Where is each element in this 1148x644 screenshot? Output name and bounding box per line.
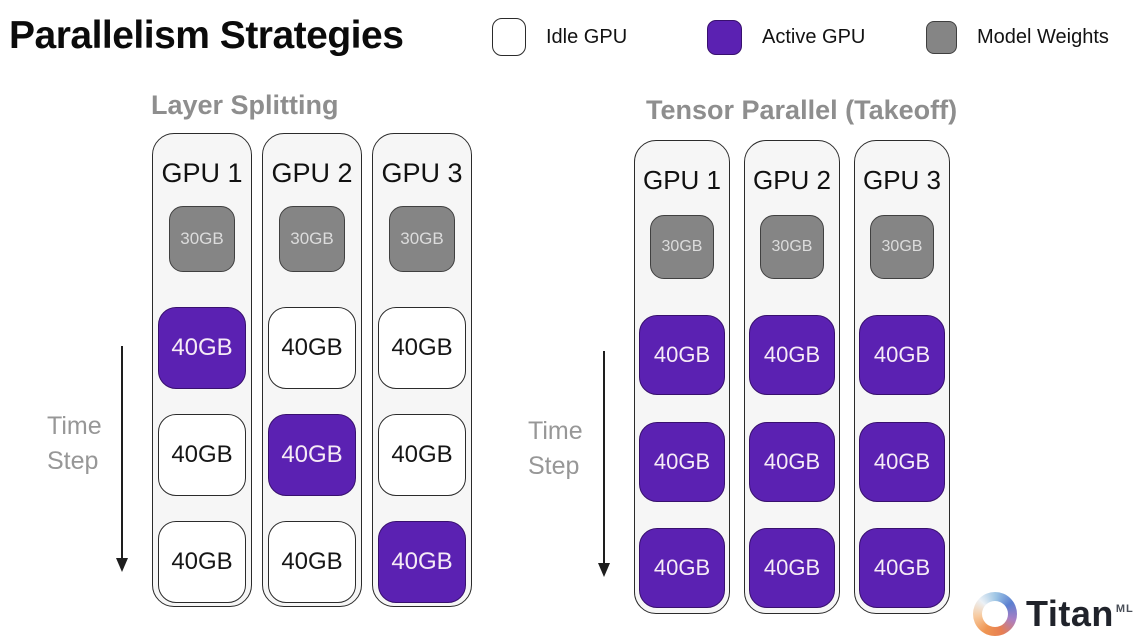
time-step-line2: Step <box>47 447 99 475</box>
model-weights-swatch-icon <box>926 20 957 54</box>
gpu-memory-slot: 40GB <box>268 414 356 496</box>
legend-item-active: Active GPU <box>707 16 865 58</box>
gpu-column: GPU 1 30GB 40GB 40GB 40GB <box>634 140 730 614</box>
gpu-memory-slot: 40GB <box>639 422 725 502</box>
time-step-line1: Time <box>528 417 583 445</box>
gpu-label: GPU 2 <box>752 165 832 195</box>
gpu-memory-slot: 40GB <box>749 315 835 395</box>
legend-item-idle: Idle GPU <box>492 16 627 58</box>
arrow-down-icon <box>598 563 610 577</box>
gpu-memory-slot: 40GB <box>378 521 466 603</box>
gpu-label: GPU 1 <box>161 158 243 188</box>
gpu-label: GPU 1 <box>642 165 722 195</box>
gpu-memory-slot: 40GB <box>639 528 725 608</box>
model-weights-box: 30GB <box>650 215 714 279</box>
model-weights-box: 30GB <box>389 206 455 272</box>
time-arrow-line <box>603 351 605 565</box>
gpu-column: GPU 3 30GB 40GB 40GB 40GB <box>854 140 950 614</box>
logo-superscript: ML <box>1115 603 1134 615</box>
active-gpu-swatch-icon <box>707 19 742 55</box>
gpu-label: GPU 2 <box>271 158 353 188</box>
gpu-memory-slot: 40GB <box>639 315 725 395</box>
gpu-memory-slot: 40GB <box>158 307 246 389</box>
legend-label: Active GPU <box>762 25 866 48</box>
gpu-memory-slot: 40GB <box>158 521 246 603</box>
legend-item-model-weights: Model Weights <box>926 16 1109 58</box>
time-step-label: Time Step <box>47 409 102 479</box>
time-arrow-line <box>121 346 123 560</box>
section-title-layer-splitting: Layer Splitting <box>151 90 339 120</box>
gpu-memory-slot: 40GB <box>378 414 466 496</box>
gpu-column: GPU 2 30GB 40GB 40GB 40GB <box>744 140 840 614</box>
legend-label: Model Weights <box>977 25 1109 48</box>
gpu-memory-slot: 40GB <box>859 528 945 608</box>
gpu-memory-slot: 40GB <box>268 307 356 389</box>
section-title-tensor-parallel: Tensor Parallel (Takeoff) <box>646 95 958 125</box>
gpu-column: GPU 3 30GB 40GB 40GB 40GB <box>372 133 472 607</box>
time-step-label: Time Step <box>528 414 583 484</box>
model-weights-box: 30GB <box>279 206 345 272</box>
model-weights-box: 30GB <box>870 215 934 279</box>
model-weights-box: 30GB <box>760 215 824 279</box>
gpu-memory-slot: 40GB <box>749 422 835 502</box>
gpu-memory-slot: 40GB <box>268 521 356 603</box>
gpu-column: GPU 1 30GB 40GB 40GB 40GB <box>152 133 252 607</box>
gpu-label: GPU 3 <box>862 165 942 195</box>
page-title: Parallelism Strategies <box>9 14 404 57</box>
legend-label: Idle GPU <box>546 25 628 48</box>
gpu-memory-slot: 40GB <box>859 422 945 502</box>
idle-gpu-swatch-icon <box>492 18 526 56</box>
time-step-line1: Time <box>47 412 102 440</box>
model-weights-box: 30GB <box>169 206 235 272</box>
gpu-column: GPU 2 30GB 40GB 40GB 40GB <box>262 133 362 607</box>
gpu-memory-slot: 40GB <box>749 528 835 608</box>
gpu-memory-slot: 40GB <box>158 414 246 496</box>
arrow-down-icon <box>116 558 128 572</box>
gpu-memory-slot: 40GB <box>378 307 466 389</box>
titanml-ring-icon <box>973 592 1017 636</box>
gpu-label: GPU 3 <box>381 158 463 188</box>
gpu-memory-slot: 40GB <box>859 315 945 395</box>
time-step-line2: Step <box>528 452 580 480</box>
